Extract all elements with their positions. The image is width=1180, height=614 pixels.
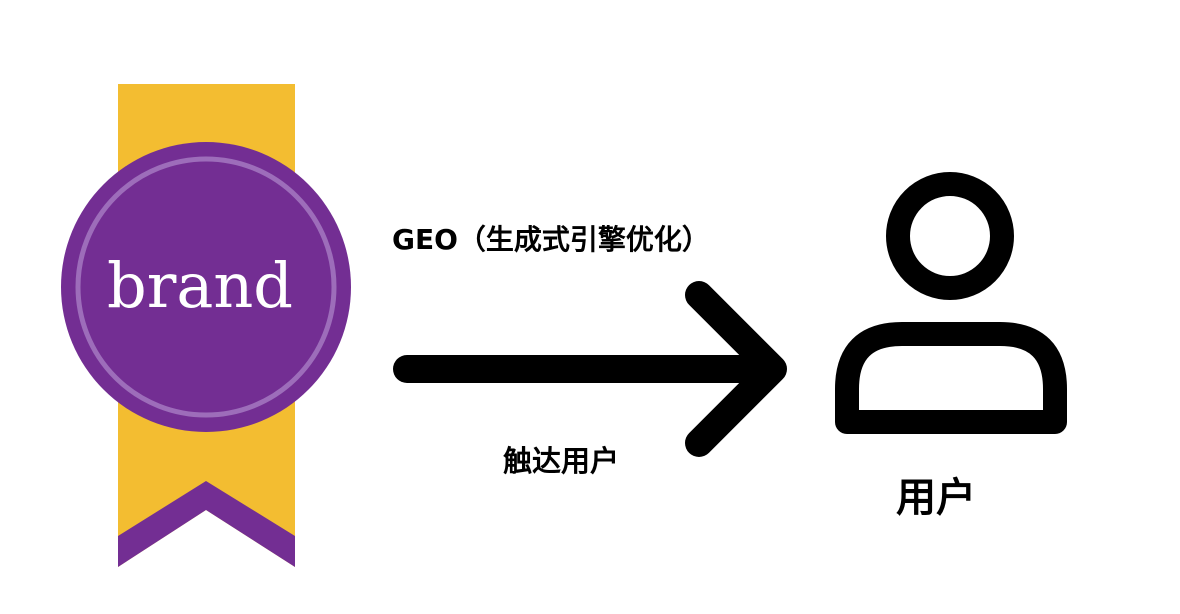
brand-label: brand [107,249,293,322]
user-person-icon [835,172,1067,434]
user-body [835,322,1067,434]
user-label: 用户 [896,475,976,521]
geo-label: GEO（生成式引擎优化） [392,223,710,256]
badge-circle [61,142,351,432]
user-head [886,172,1014,300]
reach-users-label: 触达用户 [503,444,620,478]
brand-badge-icon [61,84,351,567]
badge-ring [75,156,337,418]
ribbon-tail-stripe [118,481,295,567]
right-arrow-icon [393,281,787,457]
arrow-head [685,281,787,457]
